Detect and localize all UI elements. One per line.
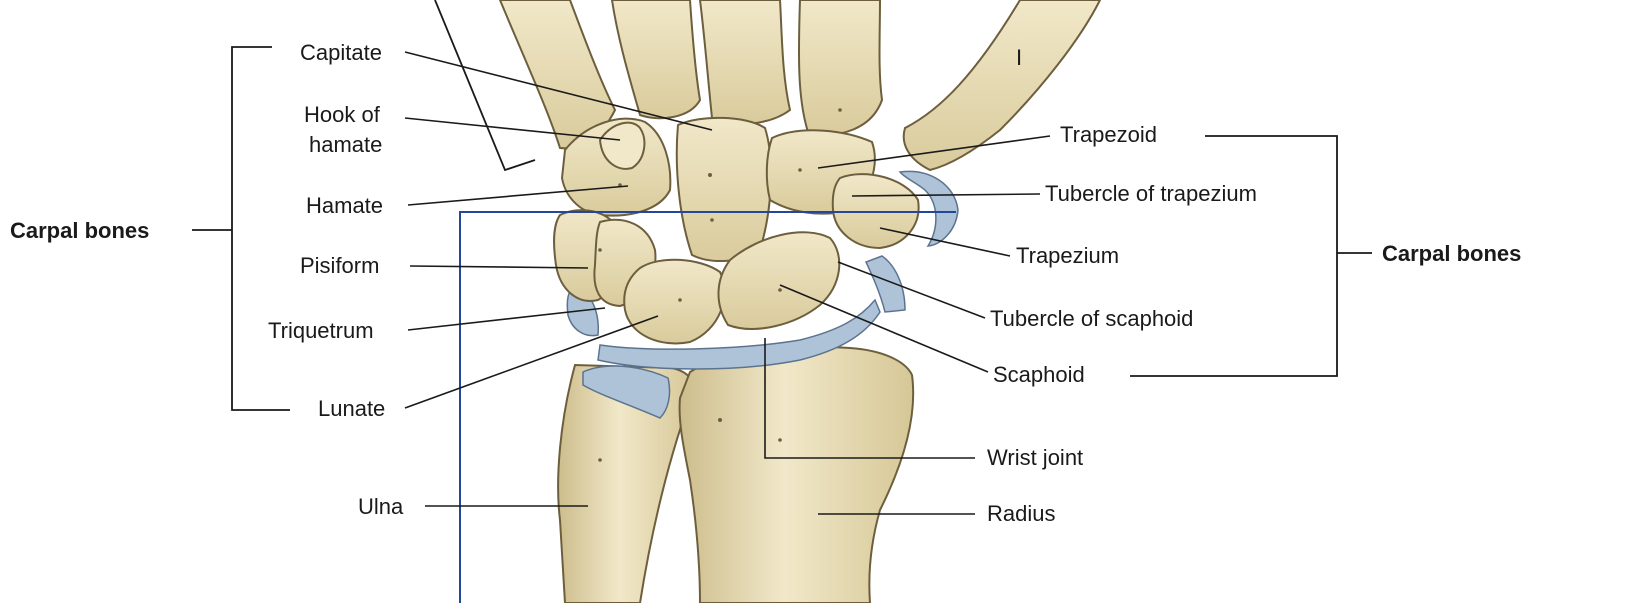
metacarpal-2 bbox=[799, 0, 882, 134]
capitate-bone bbox=[677, 118, 771, 261]
capitate-label: Capitate bbox=[300, 40, 382, 65]
radius-label: Radius bbox=[987, 501, 1055, 526]
hook-of-hamate-label-line1: Hook of bbox=[304, 102, 381, 127]
trapezoid-label: Trapezoid bbox=[1060, 122, 1157, 147]
hook-of-hamate-label-line2: hamate bbox=[309, 132, 382, 157]
wrist-joint-label: Wrist joint bbox=[987, 445, 1083, 470]
tubercle-of-scaphoid-leader bbox=[838, 262, 985, 318]
pisiform-label: Pisiform bbox=[300, 253, 379, 278]
right-bracket bbox=[1130, 136, 1372, 376]
lunate-bone bbox=[624, 260, 724, 344]
metacarpal-4 bbox=[612, 0, 700, 118]
triquetrum-label: Triquetrum bbox=[268, 318, 374, 343]
hamate-label: Hamate bbox=[306, 193, 383, 218]
metacarpal-numeral: I bbox=[1016, 45, 1022, 70]
left-bracket bbox=[192, 47, 290, 410]
right-group-label: Carpal bones bbox=[1382, 241, 1521, 266]
lunate-label: Lunate bbox=[318, 396, 385, 421]
radius-bone bbox=[680, 347, 914, 603]
tubercle-of-scaphoid-label: Tubercle of scaphoid bbox=[990, 306, 1193, 331]
left-group-label: Carpal bones bbox=[10, 218, 149, 243]
metacarpal-3 bbox=[700, 0, 790, 124]
trapezium-label: Trapezium bbox=[1016, 243, 1119, 268]
tubercle-of-trapezium-label: Tubercle of trapezium bbox=[1045, 181, 1257, 206]
scaphoid-label: Scaphoid bbox=[993, 362, 1085, 387]
ulna-label: Ulna bbox=[358, 494, 404, 519]
